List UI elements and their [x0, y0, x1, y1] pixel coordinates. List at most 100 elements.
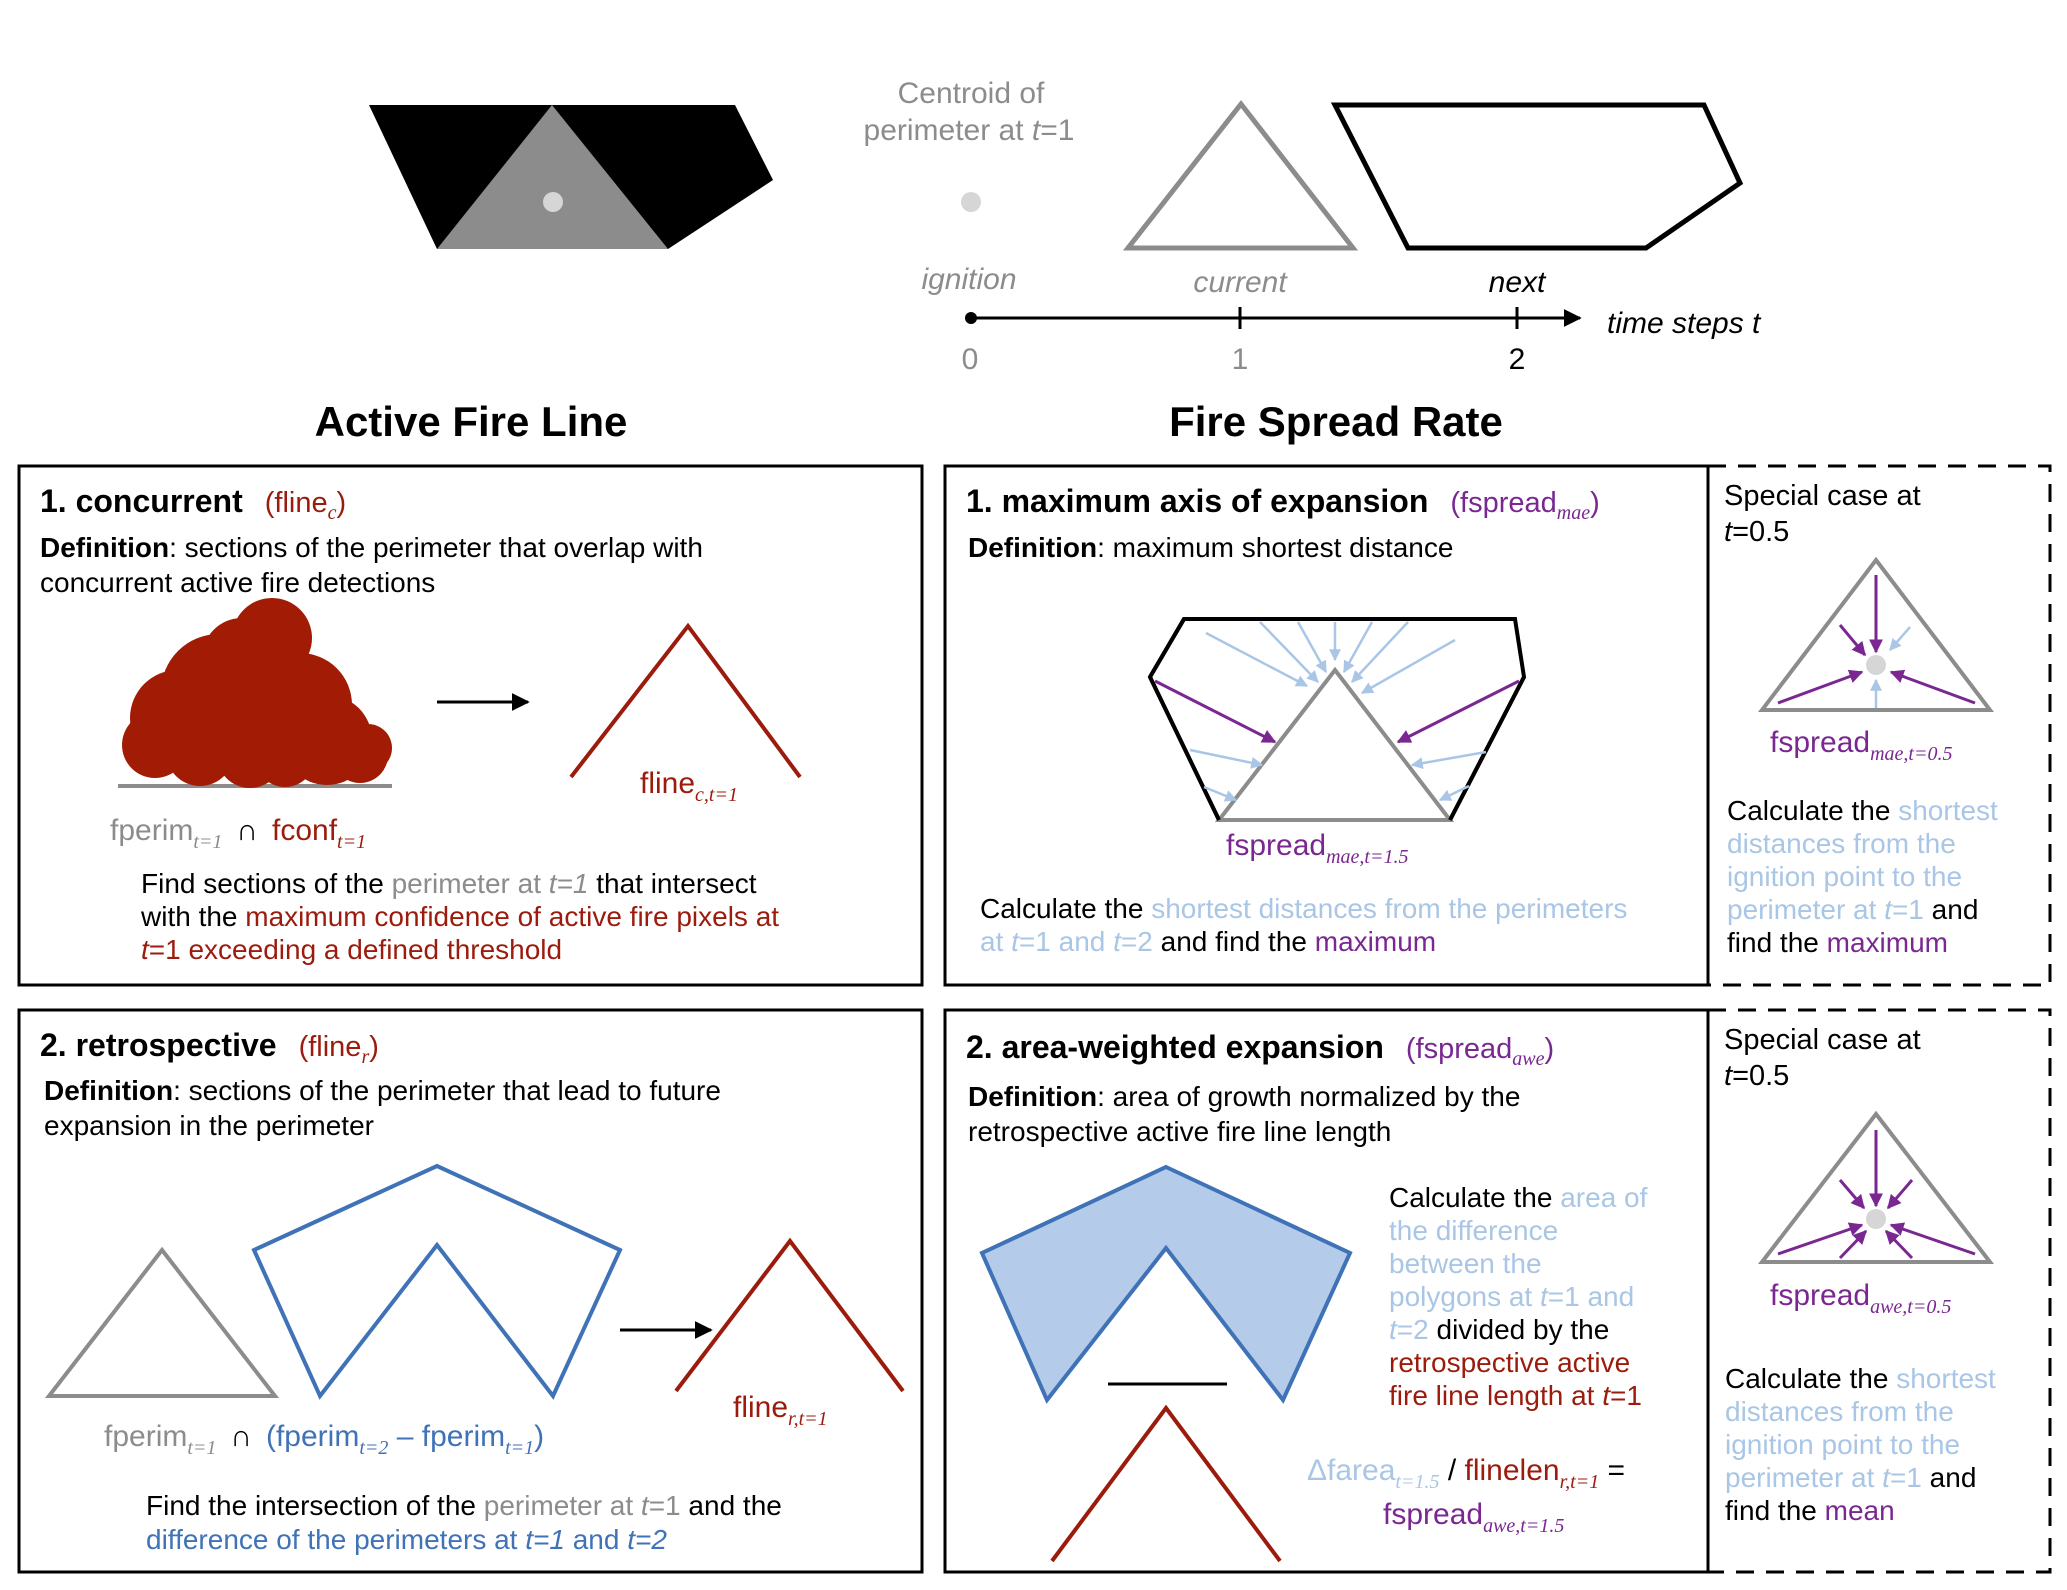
mae-diagram: [1147, 617, 1527, 822]
mae-arrow: [1360, 638, 1456, 695]
mae-arrow: [1203, 785, 1238, 802]
special-mae-ignition-dot: [1866, 655, 1886, 675]
svg-text:between the: between the: [1389, 1248, 1542, 1279]
special-mae-title-line1: Special case at: [1724, 480, 1921, 512]
time-axis-label: time steps t: [1607, 307, 1762, 340]
retrospective-operands: fperimt=1∩(fperimt=2 – fperimt=1): [104, 1420, 544, 1459]
next-label: next: [1489, 266, 1547, 299]
mae-arrow: [1296, 621, 1328, 674]
ignition-point-dot: [961, 192, 981, 212]
special-awe-triangle: [1757, 1110, 1995, 1264]
mae-arrow: [1410, 750, 1487, 770]
mae-title: 1. maximum axis of expansion(fspreadmae): [966, 483, 1600, 524]
special-awe-arrow: [1886, 1179, 1914, 1210]
svg-text:find the maximum: find the maximum: [1727, 927, 1948, 958]
mae-outer-edges: [1148, 676, 1221, 821]
special-awe-arrow: [1884, 1229, 1914, 1260]
fspread-mae-result-label: fspreadmae,t=1.5: [1226, 829, 1408, 868]
heading-fire-spread-rate: Fire Spread Rate: [1169, 398, 1503, 445]
special-awe-arrow: [1838, 1229, 1868, 1260]
mae-arrow: [1259, 621, 1319, 683]
special-mae-description: Calculate the shortest distances from th…: [1727, 795, 1998, 958]
fline-c-result-shape: [569, 622, 802, 779]
special-awe-ignition-dot: [1866, 1209, 1886, 1229]
special-mae-result-label: fspreadmae,t=0.5: [1770, 726, 1952, 765]
svg-text:perimeter at t=1 and: perimeter at t=1 and: [1725, 1462, 1976, 1493]
panel-area-weighted-expansion: [943, 1008, 1710, 1574]
mae-definition: Definition: maximum shortest distance: [968, 532, 1453, 563]
mae-arrow: [1438, 784, 1470, 802]
tick-label-1: 1: [1232, 343, 1249, 376]
panel-retrospective: [17, 1008, 924, 1574]
svg-text:perimeter at t=1 and: perimeter at t=1 and: [1727, 894, 1978, 925]
svg-text:find the mean: find the mean: [1725, 1495, 1895, 1526]
mae-top-left-edge: [1148, 617, 1186, 679]
tick-label-0: 0: [962, 343, 979, 376]
timeline-labels: ignition current next: [921, 263, 1547, 299]
retro-perimeter-difference-shape: [251, 1163, 623, 1400]
svg-text:t=2 divided by the: t=2 divided by the: [1389, 1314, 1609, 1345]
svg-text:Calculate the shortest: Calculate the shortest: [1727, 795, 1998, 826]
concurrent-description: Find sections of the perimeter at t=1 th…: [140, 868, 779, 965]
special-awe-arrow: [1838, 1179, 1866, 1210]
tick-label-2: 2: [1509, 343, 1526, 376]
special-awe-title-line1: Special case at: [1724, 1024, 1921, 1056]
awe-fire-line-shape: [1050, 1404, 1282, 1563]
svg-text:ignition point to the: ignition point to the: [1727, 861, 1962, 892]
retrospective-definition-line1: Definition: sections of the perimeter th…: [44, 1075, 721, 1106]
svg-text:with the maximum confidence of: with the maximum confidence of active fi…: [140, 901, 779, 932]
heading-active-fire-line: Active Fire Line: [315, 398, 628, 445]
mae-perimeter-t1: [1214, 666, 1455, 822]
awe-definition-line2: retrospective active fire line length: [968, 1116, 1391, 1147]
svg-text:t=1 exceeding a defined thresh: t=1 exceeding a defined threshold: [141, 934, 562, 965]
concurrent-definition-line2: concurrent active fire detections: [40, 567, 435, 598]
concurrent-title: 1. concurrent(flinec): [40, 483, 346, 524]
mae-arrow: [1189, 748, 1264, 769]
fline-r-result-label: fliner,t=1: [733, 1391, 828, 1430]
svg-text:polygons at t=1 and: polygons at t=1 and: [1389, 1281, 1634, 1312]
special-awe-title-line2: t=0.5: [1724, 1060, 1789, 1092]
special-awe-arrow: [1777, 1222, 1864, 1256]
current-perimeter-triangle: [1122, 99, 1359, 251]
mae-shortest-distance-arrows: [1189, 621, 1487, 802]
centroid-label: Centroid of perimeter at t=1: [864, 77, 1075, 147]
perimeter-t1-filled: [437, 105, 668, 249]
mae-maximum-arrows: [1154, 679, 1520, 744]
svg-text:Calculate the area of: Calculate the area of: [1389, 1182, 1648, 1213]
awe-equation-line1: Δfareat=1.5 / flinelenr,t=1 =: [1307, 1454, 1625, 1493]
svg-text:Find the intersection of the p: Find the intersection of the perimeter a…: [146, 1490, 782, 1521]
ignition-label: ignition: [921, 263, 1016, 296]
concurrent-definition-line1: Definition: sections of the perimeter th…: [40, 532, 703, 563]
retrospective-title: 2. retrospective(fliner): [40, 1027, 379, 1068]
special-awe-mean-arrows: [1777, 1130, 1976, 1260]
awe-equation-result: fspreadawe,t=1.5: [1383, 1498, 1564, 1537]
special-case-mae-box: [1708, 464, 2052, 987]
awe-growth-area-shape: [979, 1164, 1353, 1404]
svg-text:the difference: the difference: [1389, 1215, 1558, 1246]
svg-text:ignition point to the: ignition point to the: [1725, 1429, 1960, 1460]
mae-max-arrow-left: [1154, 679, 1277, 744]
special-mae-max-arrow: [1889, 669, 1976, 705]
special-mae-max-arrow: [1838, 624, 1867, 657]
active-fire-pixels-blob: [118, 598, 392, 788]
panel-concurrent: [17, 464, 924, 987]
special-mae-triangle: [1757, 556, 1995, 712]
svg-text:fire line length at t=1: fire line length at t=1: [1389, 1380, 1642, 1411]
special-awe-result-label: fspreadawe,t=0.5: [1770, 1279, 1951, 1318]
mae-outer-edges-right: [1448, 676, 1526, 821]
special-mae-max-arrow: [1777, 669, 1864, 705]
svg-text:Calculate the shortest distanc: Calculate the shortest distances from th…: [980, 893, 1627, 924]
special-awe-arrow: [1889, 1222, 1976, 1256]
current-label: current: [1193, 266, 1288, 299]
special-awe-description: Calculate the shortest distances from th…: [1725, 1363, 1996, 1526]
retrospective-description: Find the intersection of the perimeter a…: [146, 1490, 782, 1555]
awe-title: 2. area-weighted expansion(fspreadawe): [966, 1029, 1554, 1070]
mae-arrow: [1342, 621, 1374, 674]
fline-r-result-shape: [674, 1237, 905, 1393]
retrospective-definition-line2: expansion in the perimeter: [44, 1110, 374, 1141]
overview-combined-figure: [369, 105, 773, 249]
awe-description: Calculate the area of the difference bet…: [1389, 1182, 1648, 1411]
ignition-centroid-dot: [543, 192, 563, 212]
centroid-label-line1: Centroid of: [898, 77, 1045, 110]
